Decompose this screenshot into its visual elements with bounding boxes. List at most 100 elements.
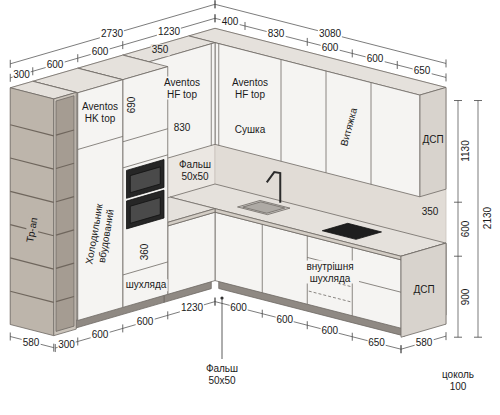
dimension-line	[478, 101, 479, 338]
drawer-line	[352, 280, 401, 292]
dimension-label: 350	[421, 206, 440, 218]
dimension-label: 830	[173, 122, 192, 134]
dimension-label: 830	[267, 28, 286, 40]
dimension-tick	[474, 100, 482, 101]
dimension-label: 300	[57, 339, 76, 351]
dimension-label: 400	[221, 16, 240, 28]
dimension-tick	[454, 337, 462, 338]
part-label: Aventos HF top	[229, 77, 271, 100]
dimension-tick	[262, 310, 263, 318]
leader-dot	[220, 296, 223, 299]
dimension-tick	[77, 337, 78, 345]
door-gap	[371, 83, 372, 185]
dimension-tick	[454, 202, 462, 203]
dimension-tick	[10, 333, 11, 341]
end-shelf-side	[10, 88, 54, 336]
dimension-label: 600	[366, 53, 385, 65]
dimension-label: 2130	[482, 206, 494, 230]
dimension-tick	[122, 324, 123, 332]
shelf-board	[10, 158, 54, 169]
inner-drawer-line	[309, 291, 351, 302]
dimension-line	[458, 101, 459, 338]
oven-window	[130, 167, 160, 193]
door-gap	[123, 129, 168, 142]
countertop-front	[168, 209, 215, 226]
dimension-label: 300	[12, 69, 31, 81]
shelf-opening	[56, 96, 74, 332]
upper-cabinet-front	[215, 43, 420, 197]
dimension-line	[10, 4, 215, 64]
dimension-tick	[352, 49, 353, 57]
dimension-tick	[215, 298, 216, 306]
dimension-label: 650	[413, 65, 432, 77]
shelf-board	[56, 296, 74, 301]
part-label: ДСП	[421, 134, 444, 146]
shelf-board	[10, 291, 54, 302]
oven-column-front	[123, 67, 168, 308]
part-label: Aventos HF top	[161, 77, 203, 100]
dimension-tick	[454, 100, 462, 101]
dimension-tick	[352, 333, 353, 341]
dimension-tick	[307, 321, 308, 329]
countertop-front	[215, 209, 401, 260]
dimension-tick	[446, 59, 447, 67]
part-label: ДСП	[412, 284, 435, 296]
dimension-tick	[454, 256, 462, 257]
shelf-board	[56, 197, 74, 202]
dimension-label: 360	[139, 243, 151, 262]
dimension-label: 2730	[100, 28, 124, 40]
dimension-tick	[122, 41, 123, 49]
dimension-tick	[307, 38, 308, 46]
door-gap	[326, 71, 327, 173]
dimension-tick	[77, 54, 78, 62]
dimension-line	[10, 18, 215, 78]
dimension-label: 600	[460, 220, 472, 239]
shelf-board	[56, 230, 74, 235]
dimension-label: 600	[136, 316, 155, 328]
dimension-tick	[55, 344, 56, 352]
shelf-board	[10, 258, 54, 269]
door-gap	[123, 262, 168, 275]
shelf-board	[10, 191, 54, 202]
dimension-label: 600	[229, 302, 248, 314]
side-panel	[401, 243, 446, 337]
leader-line	[222, 298, 223, 359]
end-shelf-front	[54, 92, 77, 335]
sink-bowl	[243, 202, 285, 213]
dimension-tick	[446, 332, 447, 340]
dimension-tick	[10, 60, 11, 68]
dimension-tick	[215, 0, 216, 8]
dimension-label: 600	[91, 329, 110, 341]
dimension-label: 350	[151, 44, 170, 56]
dimension-tick	[215, 298, 216, 306]
dimension-tick	[32, 67, 33, 75]
dimension-label: 600	[275, 314, 294, 326]
part-label: Фальш 50x50	[200, 363, 244, 386]
dimension-tick	[215, 0, 216, 8]
part-label: цоколь 100	[437, 369, 479, 392]
door-gap	[262, 224, 263, 292]
dimension-tick	[401, 345, 402, 353]
dimension-tick	[215, 14, 216, 22]
dimension-label: 580	[415, 337, 434, 349]
shelf-board	[56, 263, 74, 268]
shelf-board	[56, 163, 74, 168]
dimension-label: 600	[46, 59, 65, 71]
dimension-line	[401, 336, 446, 349]
filler-gap	[211, 44, 212, 146]
base-cabinet-front	[168, 212, 215, 294]
oven-window	[130, 198, 160, 224]
part-label: шухляда	[125, 279, 168, 291]
part-label: внутрішня шухляда	[301, 261, 359, 284]
cooktop	[322, 223, 381, 239]
dimension-tick	[446, 73, 447, 81]
dimension-tick	[401, 345, 402, 353]
dimension-label: 1130	[460, 139, 472, 163]
dimension-line	[215, 302, 401, 350]
dimension-line	[215, 4, 446, 63]
dimension-label: 3080	[318, 28, 342, 40]
door-gap	[78, 136, 123, 149]
dimension-label: 600	[321, 42, 340, 54]
dimension-label: 900	[460, 288, 472, 307]
